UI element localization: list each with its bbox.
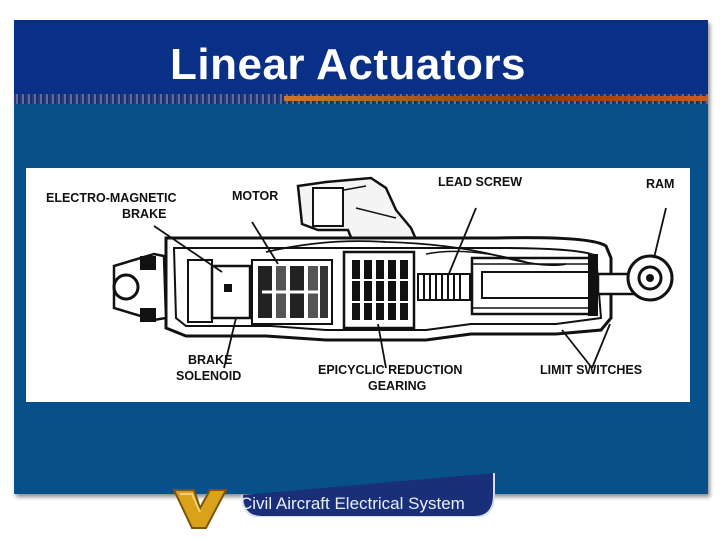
title-divider-accent — [284, 96, 708, 101]
left-clevis — [112, 252, 168, 322]
actuator-diagram: ELECTRO-MAGNETIC BRAKE MOTOR LEAD SCREW … — [26, 168, 690, 402]
label-ram: RAM — [646, 177, 674, 191]
label-motor: MOTOR — [232, 189, 278, 203]
label-electromagnetic-brake-line2: BRAKE — [122, 207, 166, 221]
clevis-nut-bottom — [140, 308, 156, 322]
slide: Linear Actuators — [14, 20, 708, 494]
label-epicyclic-line2: GEARING — [368, 379, 426, 393]
epicyclic-gearing — [342, 250, 416, 330]
label-lead-screw: LEAD SCREW — [438, 175, 522, 189]
footer-ribbon — [241, 473, 495, 517]
label-brake-solenoid-line2: SOLENOID — [176, 369, 241, 383]
housing-inner-wall — [172, 247, 603, 331]
footer-title: Civil Aircraft Electrical System — [240, 494, 465, 513]
title-band: Linear Actuators — [14, 20, 708, 98]
lead-screw — [417, 273, 471, 301]
left-mounting-eye — [112, 273, 140, 301]
label-limit-switches: LIMIT SWITCHES — [540, 363, 642, 377]
label-electromagnetic-brake-line1: ELECTRO-MAGNETIC — [46, 191, 177, 205]
internal-wiring — [265, 240, 567, 267]
connector-plug — [312, 187, 344, 227]
label-epicyclic-line1: EPICYCLIC REDUCTION — [318, 363, 462, 377]
leader-lines — [153, 207, 667, 369]
slide-title: Linear Actuators — [170, 40, 527, 89]
v-logo-icon — [172, 489, 228, 529]
motor-windings — [251, 259, 333, 325]
clevis-nut-top — [140, 256, 156, 270]
ram-tube — [470, 254, 598, 316]
actuator-cutaway-drawing: ELECTRO-MAGNETIC BRAKE MOTOR LEAD SCREW … — [46, 175, 674, 393]
label-brake-solenoid-line1: BRAKE — [188, 353, 232, 367]
